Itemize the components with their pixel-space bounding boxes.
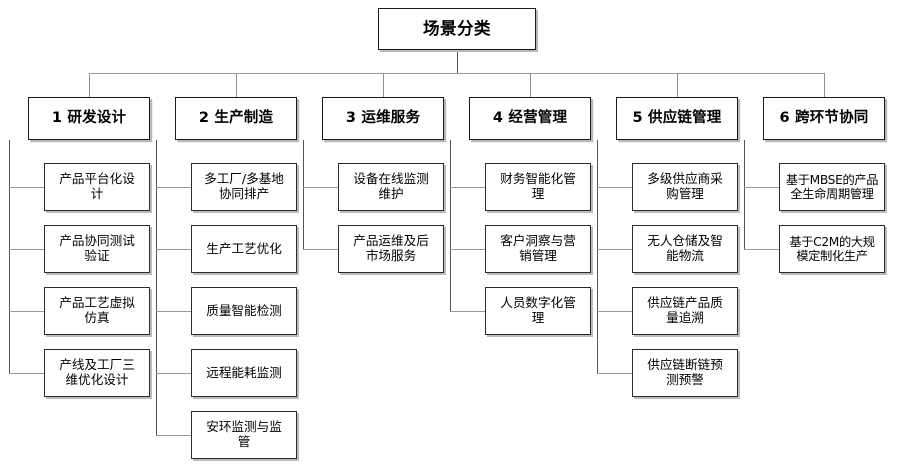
header-drop-line-6: [824, 73, 825, 97]
scenario-item-2-2[interactable]: 生产工艺优化: [191, 225, 297, 273]
category-header-3[interactable]: 3 运维服务: [322, 97, 444, 140]
scenario-item-label: 远程能耗监测: [206, 364, 282, 380]
scenario-item-1-3[interactable]: 产品工艺虚拟 仿真: [44, 287, 150, 335]
scenario-item-label: 供应链断链预 测预警: [647, 357, 723, 387]
child-branch-line-5-1: [597, 187, 632, 188]
scenario-item-label: 基于MBSE的产品 全生命周期管理: [785, 172, 879, 201]
child-branch-line-4-3: [450, 311, 485, 312]
header-drop-line-2: [236, 73, 237, 97]
root-stem-line: [457, 50, 458, 73]
scenario-item-label: 供应链产品质 量追溯: [647, 295, 723, 325]
header-drop-line-1: [89, 73, 90, 97]
scenario-item-5-3[interactable]: 供应链产品质 量追溯: [632, 287, 738, 335]
category-header-2[interactable]: 2 生产制造: [175, 97, 297, 140]
scenario-item-4-3[interactable]: 人员数字化管 理: [485, 287, 591, 335]
category-header-label: 5 供应链管理: [632, 109, 722, 126]
scenario-item-label: 无人仓储及智 能物流: [647, 233, 723, 263]
child-branch-line-5-3: [597, 311, 632, 312]
scenario-item-label: 基于C2M的大规 模定制化生产: [789, 234, 875, 263]
scenario-item-5-1[interactable]: 多级供应商采 购管理: [632, 163, 738, 211]
scenario-item-label: 产线及工厂三 维优化设计: [59, 357, 135, 387]
scenario-item-2-1[interactable]: 多工厂/多基地 协同排产: [191, 163, 297, 211]
child-branch-line-6-1: [744, 187, 779, 188]
child-rail-line-3: [303, 140, 304, 249]
scenario-item-label: 人员数字化管 理: [500, 295, 576, 325]
scenario-item-5-4[interactable]: 供应链断链预 测预警: [632, 349, 738, 397]
child-branch-line-2-4: [156, 373, 191, 374]
scenario-item-label: 产品工艺虚拟 仿真: [59, 295, 135, 325]
child-branch-line-2-1: [156, 187, 191, 188]
category-header-5[interactable]: 5 供应链管理: [616, 97, 738, 140]
scenario-item-2-4[interactable]: 远程能耗监测: [191, 349, 297, 397]
scenario-item-6-2[interactable]: 基于C2M的大规 模定制化生产: [779, 225, 885, 273]
child-branch-line-3-1: [303, 187, 338, 188]
child-branch-line-3-2: [303, 249, 338, 250]
category-header-label: 4 经营管理: [492, 109, 568, 126]
scenario-item-label: 生产工艺优化: [206, 240, 282, 256]
scenario-item-1-1[interactable]: 产品平台化设 计: [44, 163, 150, 211]
child-rail-line-4: [450, 140, 451, 311]
child-rail-line-6: [744, 140, 745, 249]
scenario-item-2-3[interactable]: 质量智能检测: [191, 287, 297, 335]
child-branch-line-2-2: [156, 249, 191, 250]
child-rail-line-5: [597, 140, 598, 373]
scenario-item-1-4[interactable]: 产线及工厂三 维优化设计: [44, 349, 150, 397]
header-drop-line-4: [530, 73, 531, 97]
category-header-label: 3 运维服务: [345, 109, 421, 126]
root-node-scenario-classification[interactable]: 场景分类: [378, 8, 536, 50]
child-branch-line-4-2: [450, 249, 485, 250]
scenario-item-label: 多工厂/多基地 协同排产: [204, 171, 284, 201]
scenario-item-label: 财务智能化管 理: [500, 171, 576, 201]
child-branch-line-1-4: [9, 373, 44, 374]
root-node-label: 场景分类: [423, 19, 491, 39]
child-branch-line-5-2: [597, 249, 632, 250]
child-branch-line-2-3: [156, 311, 191, 312]
child-branch-line-2-5: [156, 435, 191, 436]
scenario-item-5-2[interactable]: 无人仓储及智 能物流: [632, 225, 738, 273]
child-branch-line-4-1: [450, 187, 485, 188]
scenario-item-4-2[interactable]: 客户洞察与营 销管理: [485, 225, 591, 273]
scenario-item-label: 安环监测与监 管: [206, 419, 282, 449]
child-branch-line-6-2: [744, 249, 779, 250]
child-rail-line-1: [9, 140, 10, 373]
child-branch-line-5-4: [597, 373, 632, 374]
category-header-label: 6 跨环节协同: [779, 109, 869, 126]
scenario-item-2-5[interactable]: 安环监测与监 管: [191, 411, 297, 459]
scenario-item-label: 质量智能检测: [206, 302, 282, 318]
scenario-item-label: 产品平台化设 计: [59, 171, 135, 201]
child-branch-line-1-1: [9, 187, 44, 188]
scenario-item-label: 客户洞察与营 销管理: [500, 233, 576, 263]
scenario-item-label: 多级供应商采 购管理: [647, 171, 723, 201]
category-header-6[interactable]: 6 跨环节协同: [763, 97, 885, 140]
scenario-item-6-1[interactable]: 基于MBSE的产品 全生命周期管理: [779, 163, 885, 211]
category-header-label: 1 研发设计: [51, 109, 127, 126]
category-header-label: 2 生产制造: [198, 109, 274, 126]
header-bus-line: [89, 73, 824, 74]
scenario-item-label: 设备在线监测 维护: [353, 171, 429, 201]
scenario-item-3-2[interactable]: 产品运维及后 市场服务: [338, 225, 444, 273]
category-header-4[interactable]: 4 经营管理: [469, 97, 591, 140]
scenario-item-label: 产品运维及后 市场服务: [353, 233, 429, 263]
scenario-item-4-1[interactable]: 财务智能化管 理: [485, 163, 591, 211]
header-drop-line-3: [383, 73, 384, 97]
header-drop-line-5: [677, 73, 678, 97]
scenario-item-3-1[interactable]: 设备在线监测 维护: [338, 163, 444, 211]
child-branch-line-1-3: [9, 311, 44, 312]
scenario-item-label: 产品协同测试 验证: [59, 233, 135, 263]
child-branch-line-1-2: [9, 249, 44, 250]
scenario-item-1-2[interactable]: 产品协同测试 验证: [44, 225, 150, 273]
category-header-1[interactable]: 1 研发设计: [28, 97, 150, 140]
child-rail-line-2: [156, 140, 157, 435]
